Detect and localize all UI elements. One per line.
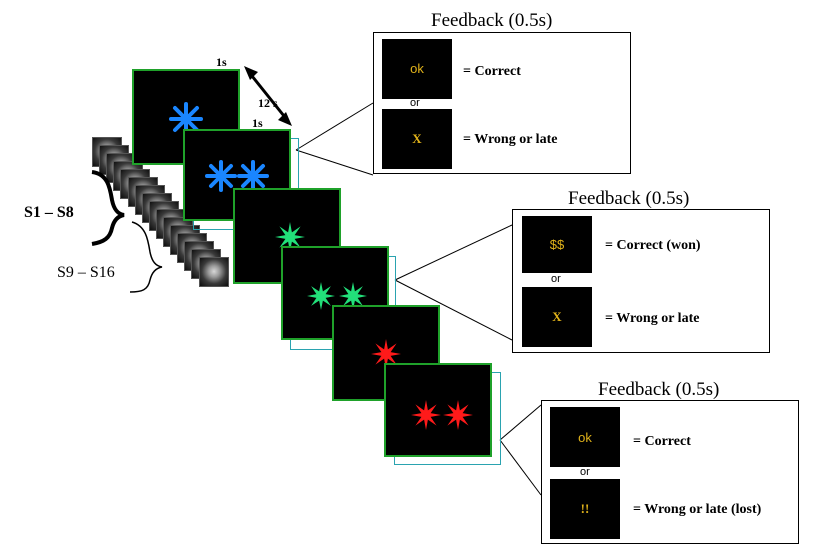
slice-label-s1-s8: S1 – S8 — [24, 204, 74, 221]
feedback-title-3: Feedback (0.5s) — [598, 379, 720, 400]
feedback-1-wrong-label: = Wrong or late — [463, 132, 558, 147]
timing-label-interval: 12 s — [258, 96, 278, 110]
feedback-3-correct-screen: ok — [550, 407, 620, 467]
red-star-pair-stimulus — [411, 400, 473, 430]
feedback-2-correct-symbol: $$ — [549, 237, 565, 252]
red-star-stimulus — [371, 339, 401, 369]
timing-label-second: 1s — [252, 116, 263, 130]
feedback-3-wrong-label: = Wrong or late (lost) — [633, 502, 762, 517]
feedback-panel-2: $$ = Correct (won) or X = Wrong or late — [512, 209, 770, 353]
feedback-3-wrong-screen: !! — [550, 479, 620, 539]
feedback-3-or: or — [580, 466, 590, 478]
timing-label-onset: 1s — [216, 55, 227, 69]
brace-s9-s16 — [129, 221, 163, 293]
feedback-1-correct-label: = Correct — [463, 64, 521, 79]
feedback-title-1: Feedback (0.5s) — [431, 10, 553, 31]
green-star-pair-stimulus — [307, 282, 367, 310]
feedback-2-wrong-label: = Wrong or late — [605, 311, 700, 326]
feedback-2-wrong-symbol: X — [552, 309, 562, 324]
feedback-2-correct-screen: $$ — [522, 216, 592, 273]
feedback-1-or: or — [410, 97, 420, 109]
feedback-1-correct-screen: ok — [382, 39, 452, 99]
feedback-title-2: Feedback (0.5s) — [568, 188, 690, 209]
screen-red-double — [384, 363, 492, 457]
feedback-3-wrong-symbol: !! — [580, 501, 590, 516]
feedback-2-wrong-screen: X — [522, 287, 592, 347]
brain-slice-image — [198, 257, 229, 287]
feedback-2-correct-label: = Correct (won) — [605, 238, 701, 253]
slice-label-s9-s16: S9 – S16 — [57, 264, 115, 281]
feedback-3-correct-symbol: ok — [578, 430, 592, 445]
feedback-1-correct-symbol: ok — [410, 61, 424, 76]
feedback-1-wrong-symbol: X — [412, 131, 422, 146]
feedback-1-wrong-screen: X — [382, 109, 452, 169]
feedback-panel-3: ok = Correct or !! = Wrong or late (lost… — [541, 400, 799, 544]
blue-asterisk-pair-stimulus — [205, 160, 269, 192]
feedback-2-or: or — [551, 273, 561, 285]
feedback-3-correct-label: = Correct — [633, 434, 691, 449]
green-star-stimulus — [275, 222, 305, 252]
brace-s1-s8 — [91, 170, 125, 246]
feedback-panel-1: ok = Correct or X = Wrong or late — [373, 32, 631, 174]
